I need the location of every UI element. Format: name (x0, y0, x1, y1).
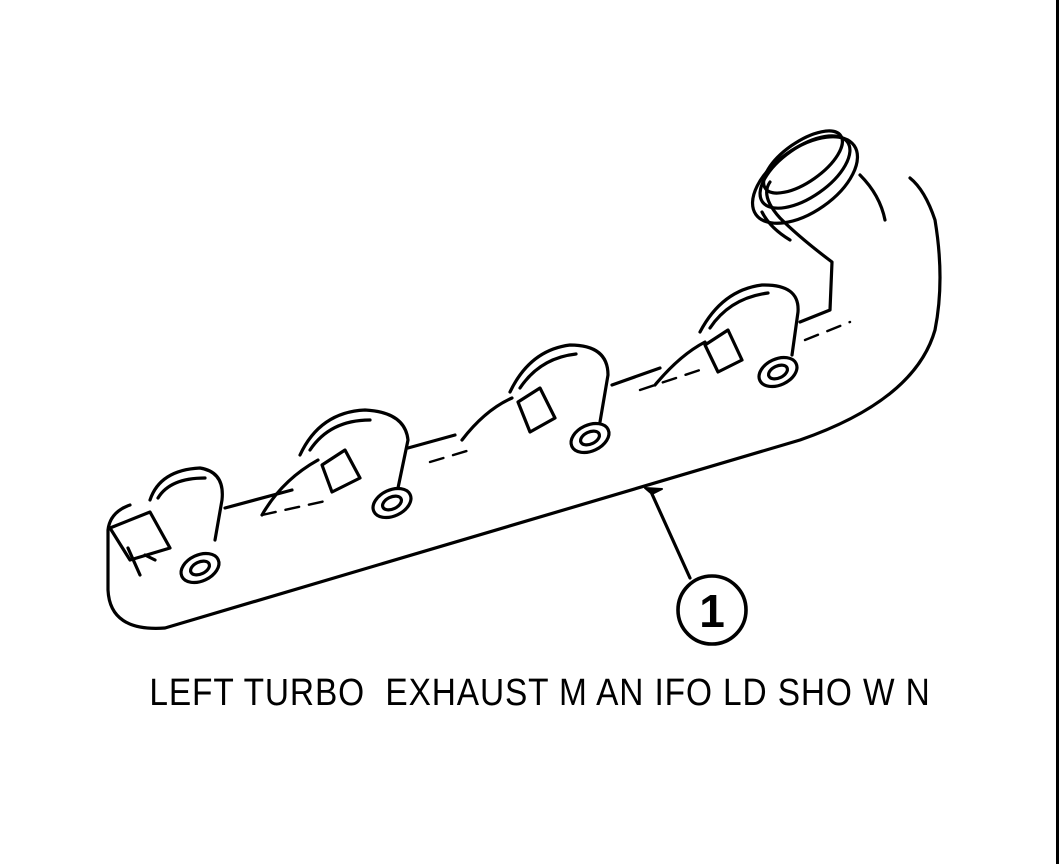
port-3 (460, 343, 611, 455)
callout-number: 1 (699, 585, 725, 637)
port-4 (653, 283, 800, 389)
port-1 (108, 466, 224, 585)
port-2 (260, 408, 413, 520)
callout-leader (644, 487, 692, 580)
right-page-border (1056, 0, 1059, 864)
manifold-seam (260, 320, 852, 517)
figure-caption: LEFT TURBO EXHAUST M AN IFO LD SHO W N (149, 672, 931, 714)
callout-circle (676, 574, 748, 646)
outlet-flange (750, 129, 887, 242)
manifold-body (106, 176, 942, 630)
